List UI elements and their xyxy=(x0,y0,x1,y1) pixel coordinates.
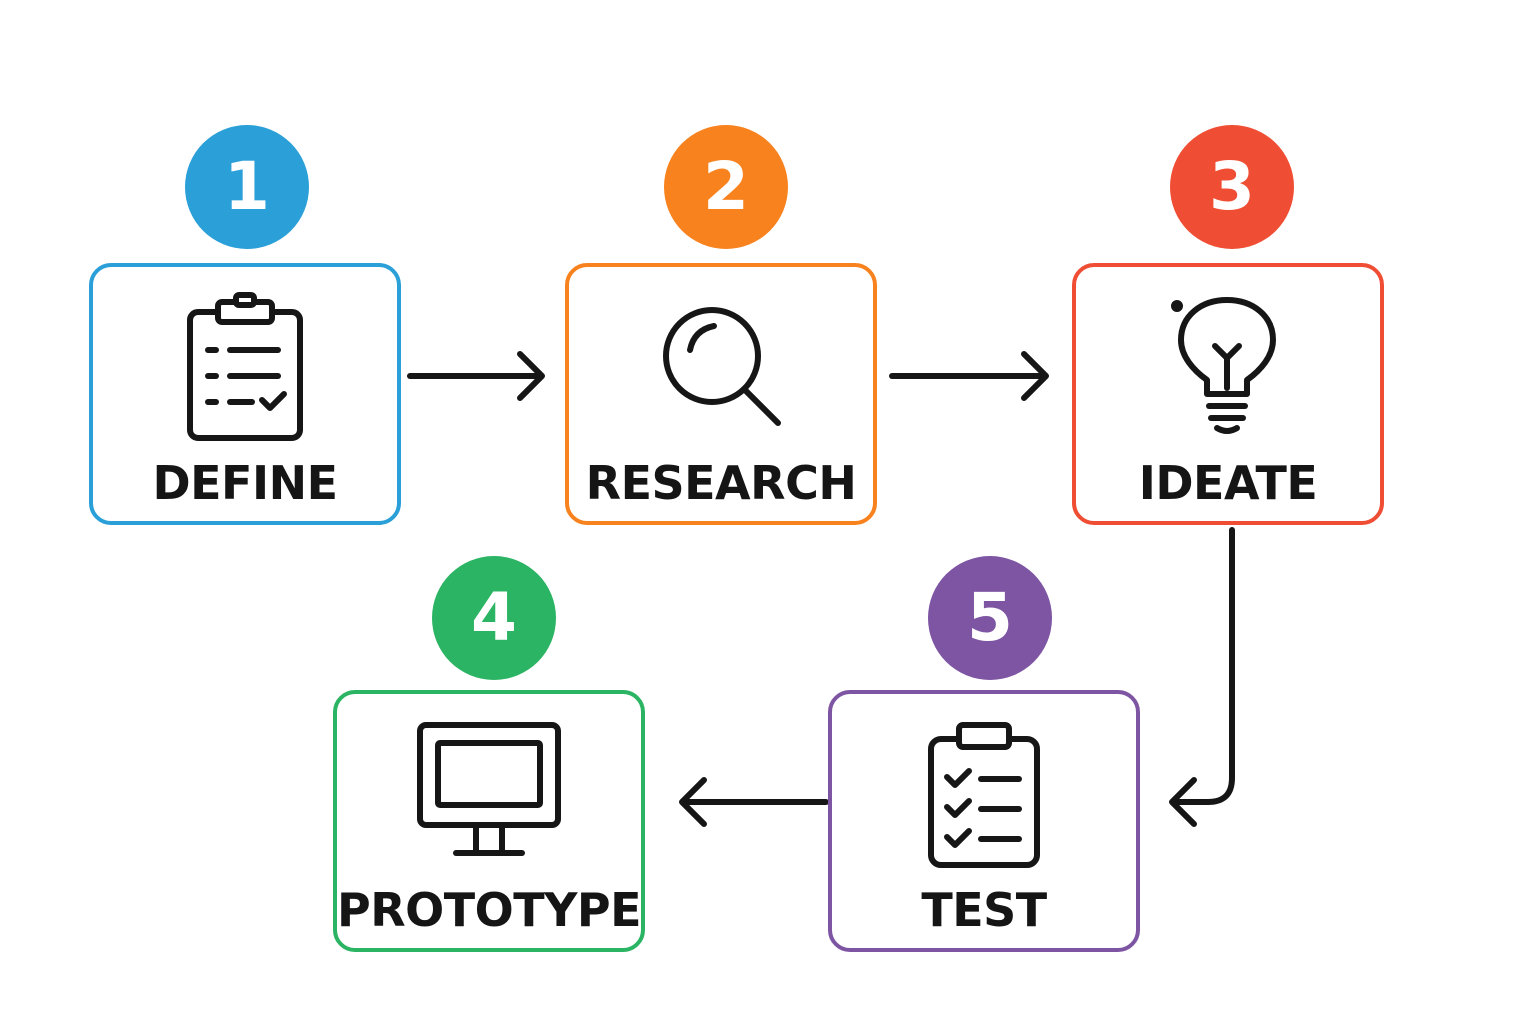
step-4-label: PROTOTYPE xyxy=(337,883,642,937)
step-5-badge: 5 xyxy=(928,556,1052,680)
step-3-badge: 3 xyxy=(1170,125,1294,249)
step-4-badge: 4 xyxy=(432,556,556,680)
step-5-card[interactable]: TEST xyxy=(828,690,1140,952)
step-2-card[interactable]: RESEARCH xyxy=(565,263,877,525)
step-2-badge: 2 xyxy=(664,125,788,249)
step-1-badge: 1 xyxy=(185,125,309,249)
step-5-label: TEST xyxy=(921,883,1047,937)
step-1-label: DEFINE xyxy=(152,456,338,510)
lightbulb-icon xyxy=(1076,291,1380,443)
arrow-test-to-prototype xyxy=(679,777,829,827)
step-1-card[interactable]: DEFINE xyxy=(89,263,401,525)
arrow-define-to-research xyxy=(407,351,545,401)
step-4-card[interactable]: PROTOTYPE xyxy=(333,690,645,952)
monitor-icon xyxy=(337,718,641,870)
clipboard-list-icon xyxy=(93,291,397,443)
magnifier-icon xyxy=(569,291,873,443)
arrow-research-to-ideate xyxy=(889,351,1049,401)
step-3-card[interactable]: IDEATE xyxy=(1072,263,1384,525)
step-2-label: RESEARCH xyxy=(585,456,857,510)
checklist-icon xyxy=(832,718,1136,870)
arrow-ideate-to-test xyxy=(1169,527,1235,827)
step-3-label: IDEATE xyxy=(1138,456,1318,510)
